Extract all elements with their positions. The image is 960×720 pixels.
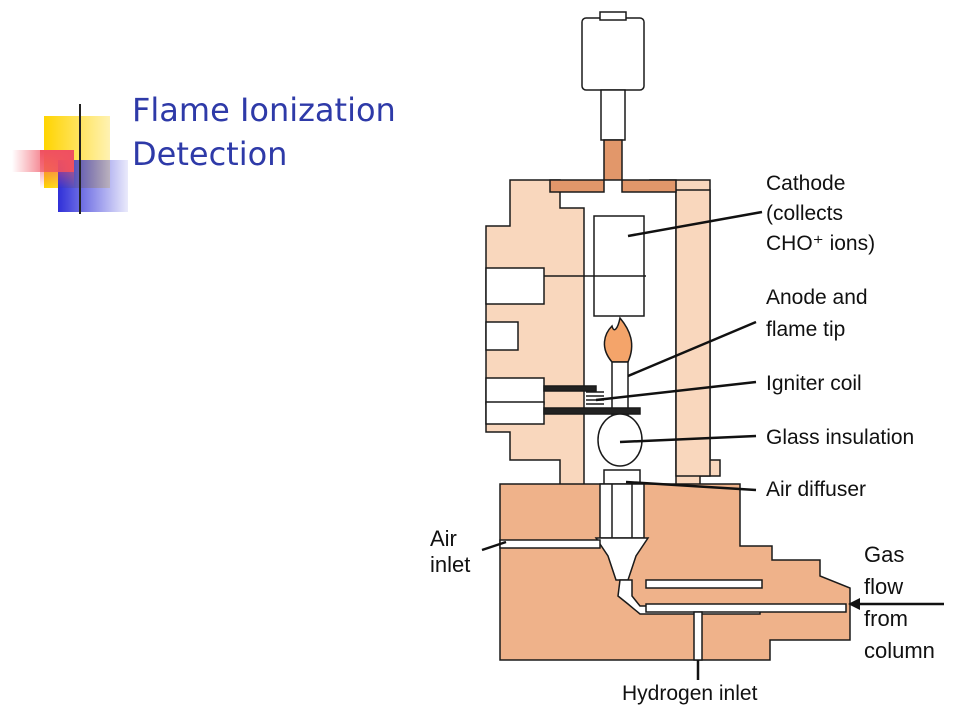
port-lower-1	[485, 377, 545, 405]
cathode-cap	[549, 139, 677, 193]
leader-glass	[619, 434, 757, 444]
label-anode-2: flame tip	[766, 318, 845, 341]
leader-air	[481, 540, 507, 552]
flame	[603, 316, 633, 363]
title-line-2: Detection	[132, 135, 288, 173]
leader-igniter	[595, 380, 757, 402]
diffuser-tube	[599, 483, 645, 539]
label-hydrogen: Hydrogen inlet	[622, 682, 758, 705]
gas-channel-upper	[645, 579, 763, 589]
label-glass: Glass insulation	[766, 426, 914, 449]
label-anode-1: Anode and	[766, 286, 868, 309]
cathode-cylinder	[593, 215, 645, 317]
label-igniter: Igniter coil	[766, 372, 862, 395]
right-wall	[675, 189, 711, 477]
top-shaft	[600, 89, 626, 141]
igniter-bar-top	[543, 385, 597, 392]
slide-decoration	[12, 104, 416, 214]
label-cathode-desc-1: (collects	[766, 202, 843, 225]
slide-title: Flame Ionization Detection	[132, 88, 432, 176]
label-cathode-desc-2: CHO⁺ ions)	[766, 232, 875, 255]
top-connector	[581, 17, 645, 91]
hydrogen-channel	[693, 611, 703, 661]
leader-cathode	[627, 210, 763, 238]
igniter-coil	[586, 391, 604, 405]
top-connector-neck	[599, 11, 627, 21]
label-gas-4: column	[864, 638, 935, 663]
leader-diffuser	[625, 480, 757, 492]
label-diffuser: Air diffuser	[766, 478, 866, 501]
title-line-1: Flame Ionization	[132, 91, 396, 129]
air-inlet-channel	[499, 539, 601, 549]
deco-red-drop	[40, 150, 74, 188]
label-air-2: inlet	[430, 552, 470, 577]
igniter-bar-bottom	[543, 407, 641, 415]
label-gas-2: flow	[864, 574, 903, 599]
glass-insulation	[597, 413, 643, 467]
gas-flow-arrowhead	[848, 598, 860, 610]
label-gas-3: from	[864, 606, 908, 631]
port-top	[485, 267, 545, 305]
port-mid	[485, 321, 519, 351]
gas-channel-lower	[645, 603, 847, 613]
label-cathode: Cathode	[766, 172, 845, 195]
base-block	[499, 483, 851, 661]
leader-anode	[627, 320, 757, 378]
label-air-1: Air	[430, 526, 457, 551]
label-gas-1: Gas	[864, 542, 904, 567]
port-lower-2	[485, 401, 545, 425]
